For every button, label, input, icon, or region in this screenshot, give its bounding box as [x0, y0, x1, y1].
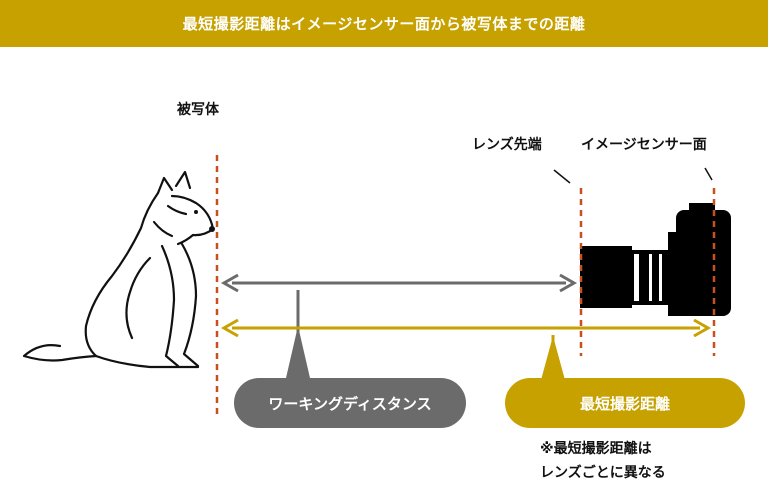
- footnote-line-2: レンズごとに異なる: [540, 465, 666, 481]
- dog-eye: [194, 210, 198, 214]
- image-sensor-label: イメージセンサー面: [581, 137, 707, 153]
- sensor-pointer: [704, 167, 713, 181]
- dog-nose: [209, 226, 215, 232]
- footnote-line-1: ※最短撮影距離は: [540, 441, 652, 457]
- min-focus-distance-arrow: [220, 318, 712, 380]
- working-distance-arrow: [220, 273, 578, 378]
- working-distance-pill: ワーキングディスタンス: [234, 378, 466, 428]
- banner-title: 最短撮影距離はイメージセンサー面から被写体までの距離: [182, 15, 586, 33]
- min-focus-distance-pill: 最短撮影距離: [505, 378, 745, 428]
- title-banner: 最短撮影距離はイメージセンサー面から被写体までの距離: [0, 0, 768, 47]
- camera-icon: [580, 203, 731, 316]
- dog-illustration: [22, 170, 215, 369]
- footnote: ※最短撮影距離は レンズごとに異なる: [540, 437, 666, 485]
- subject-label: 被写体: [177, 102, 219, 118]
- lens-tip-pointer: [553, 169, 571, 184]
- lens-tip-label: レンズ先端: [472, 137, 542, 153]
